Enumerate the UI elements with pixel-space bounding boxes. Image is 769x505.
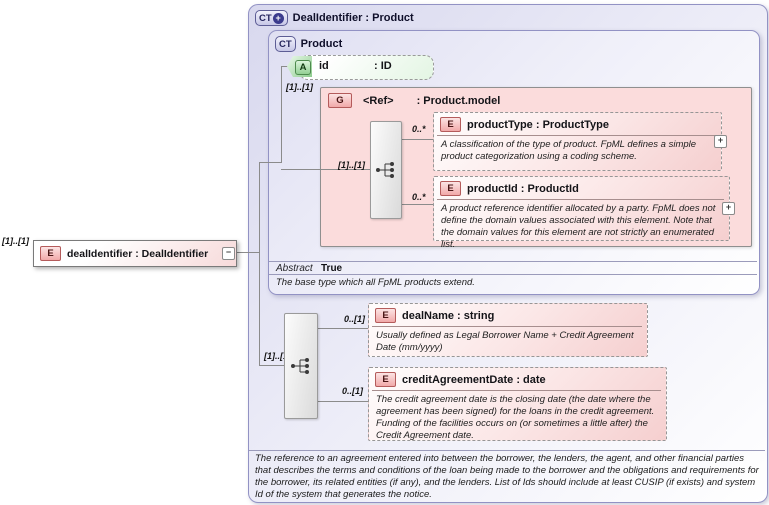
attribute-type: : ID	[374, 60, 392, 72]
element-producttype[interactable]: E productType : ProductType A classifica…	[433, 112, 722, 171]
element-dealidentifier[interactable]: E dealIdentifier : DealIdentifier	[33, 240, 237, 267]
title-separator	[437, 199, 724, 200]
element-documentation: Usually defined as Legal Borrower Name +…	[376, 330, 634, 353]
product-container-header: CT Product	[275, 36, 342, 52]
element-badge: E	[375, 308, 396, 323]
outer-container-title: DealIdentifier : Product	[292, 12, 414, 24]
attribute-badge: A	[295, 60, 311, 75]
connector-line	[259, 162, 260, 366]
productid-cardinality-label: 0..*	[412, 192, 426, 202]
connector-line	[259, 162, 282, 163]
element-title-row: E productType : ProductType	[434, 113, 721, 134]
element-badge: E	[375, 372, 396, 387]
connector-line	[232, 252, 260, 253]
product-container-title: Product	[300, 38, 343, 50]
facet-separator	[269, 261, 757, 262]
element-documentation: A product reference identifier allocated…	[441, 203, 716, 250]
element-badge: E	[40, 246, 61, 261]
expand-toggle[interactable]: +	[714, 135, 727, 148]
title-separator	[372, 326, 642, 327]
abstract-facet-label: Abstract	[276, 263, 313, 274]
expand-icon: +	[725, 202, 732, 212]
element-title: productId : ProductId	[467, 182, 579, 195]
product-documentation: The base type which all FpML products ex…	[276, 277, 475, 288]
attribute-name: id	[319, 60, 329, 72]
element-dealname[interactable]: E dealName : string Usually defined as L…	[368, 303, 648, 357]
element-badge: E	[440, 181, 461, 196]
doc-separator	[249, 450, 765, 451]
sequence-compositor[interactable]	[284, 313, 318, 419]
element-documentation: A classification of the type of product.…	[441, 139, 697, 162]
producttype-cardinality-label: 0..*	[412, 124, 426, 134]
collapse-icon: −	[225, 247, 232, 257]
group-type: : Product.model	[416, 94, 501, 107]
connector-line	[316, 401, 368, 402]
element-title-row: E dealName : string	[369, 304, 647, 325]
element-title: productType : ProductType	[467, 118, 609, 131]
element-productid[interactable]: E productId : ProductId A product refere…	[433, 176, 730, 250]
sequence-icon	[291, 358, 309, 374]
extension-plus-icon: +	[272, 12, 284, 24]
group-cardinality-label: [1]..[1]	[286, 82, 313, 92]
complextype-badge: CT +	[255, 10, 288, 26]
connector-line	[400, 204, 433, 205]
connector-line	[259, 365, 284, 366]
element-title-row: E productId : ProductId	[434, 177, 729, 198]
dealidentifier-documentation: The reference to an agreement entered in…	[255, 453, 759, 500]
facet-separator	[269, 274, 757, 275]
complextype-badge: CT	[275, 36, 296, 52]
complextype-badge-label: CT	[279, 38, 292, 50]
collapse-toggle[interactable]: −	[222, 247, 235, 260]
group-sequence-cardinality-label: [1]..[1]	[338, 160, 365, 170]
element-title-row: E creditAgreementDate : date	[369, 368, 666, 389]
connector-line	[281, 66, 282, 163]
connector-line	[400, 139, 433, 140]
element-title: dealIdentifier : DealIdentifier	[67, 247, 209, 260]
group-header: G <Ref> : Product.model	[328, 93, 500, 108]
element-title: creditAgreementDate : date	[402, 373, 546, 386]
connector-line	[281, 169, 370, 170]
element-badge: E	[440, 117, 461, 132]
sequence-icon	[376, 162, 394, 178]
group-name: <Ref>	[363, 94, 394, 107]
expand-icon: +	[717, 135, 724, 145]
connector-line	[316, 328, 368, 329]
complextype-badge-label: CT	[259, 12, 272, 24]
dealname-cardinality-label: 0..[1]	[344, 314, 366, 324]
group-badge: G	[328, 93, 352, 108]
extension-sequence-cardinality-label: [1]..[1]	[264, 351, 291, 361]
outer-container-header: CT + DealIdentifier : Product	[255, 10, 414, 26]
root-cardinality-label: [1]..[1]	[2, 236, 29, 246]
element-creditagreementdate[interactable]: E creditAgreementDate : date The credit …	[368, 367, 667, 441]
title-separator	[372, 390, 661, 391]
element-title: dealName : string	[402, 309, 495, 322]
creditagreementdate-cardinality-label: 0..[1]	[342, 386, 364, 396]
element-documentation: The credit agreement date is the closing…	[376, 394, 655, 441]
expand-toggle[interactable]: +	[722, 202, 735, 215]
title-separator	[437, 135, 716, 136]
attribute-id[interactable]: id : ID	[299, 55, 434, 80]
sequence-compositor[interactable]	[370, 121, 402, 219]
abstract-facet-value: True	[321, 263, 343, 274]
